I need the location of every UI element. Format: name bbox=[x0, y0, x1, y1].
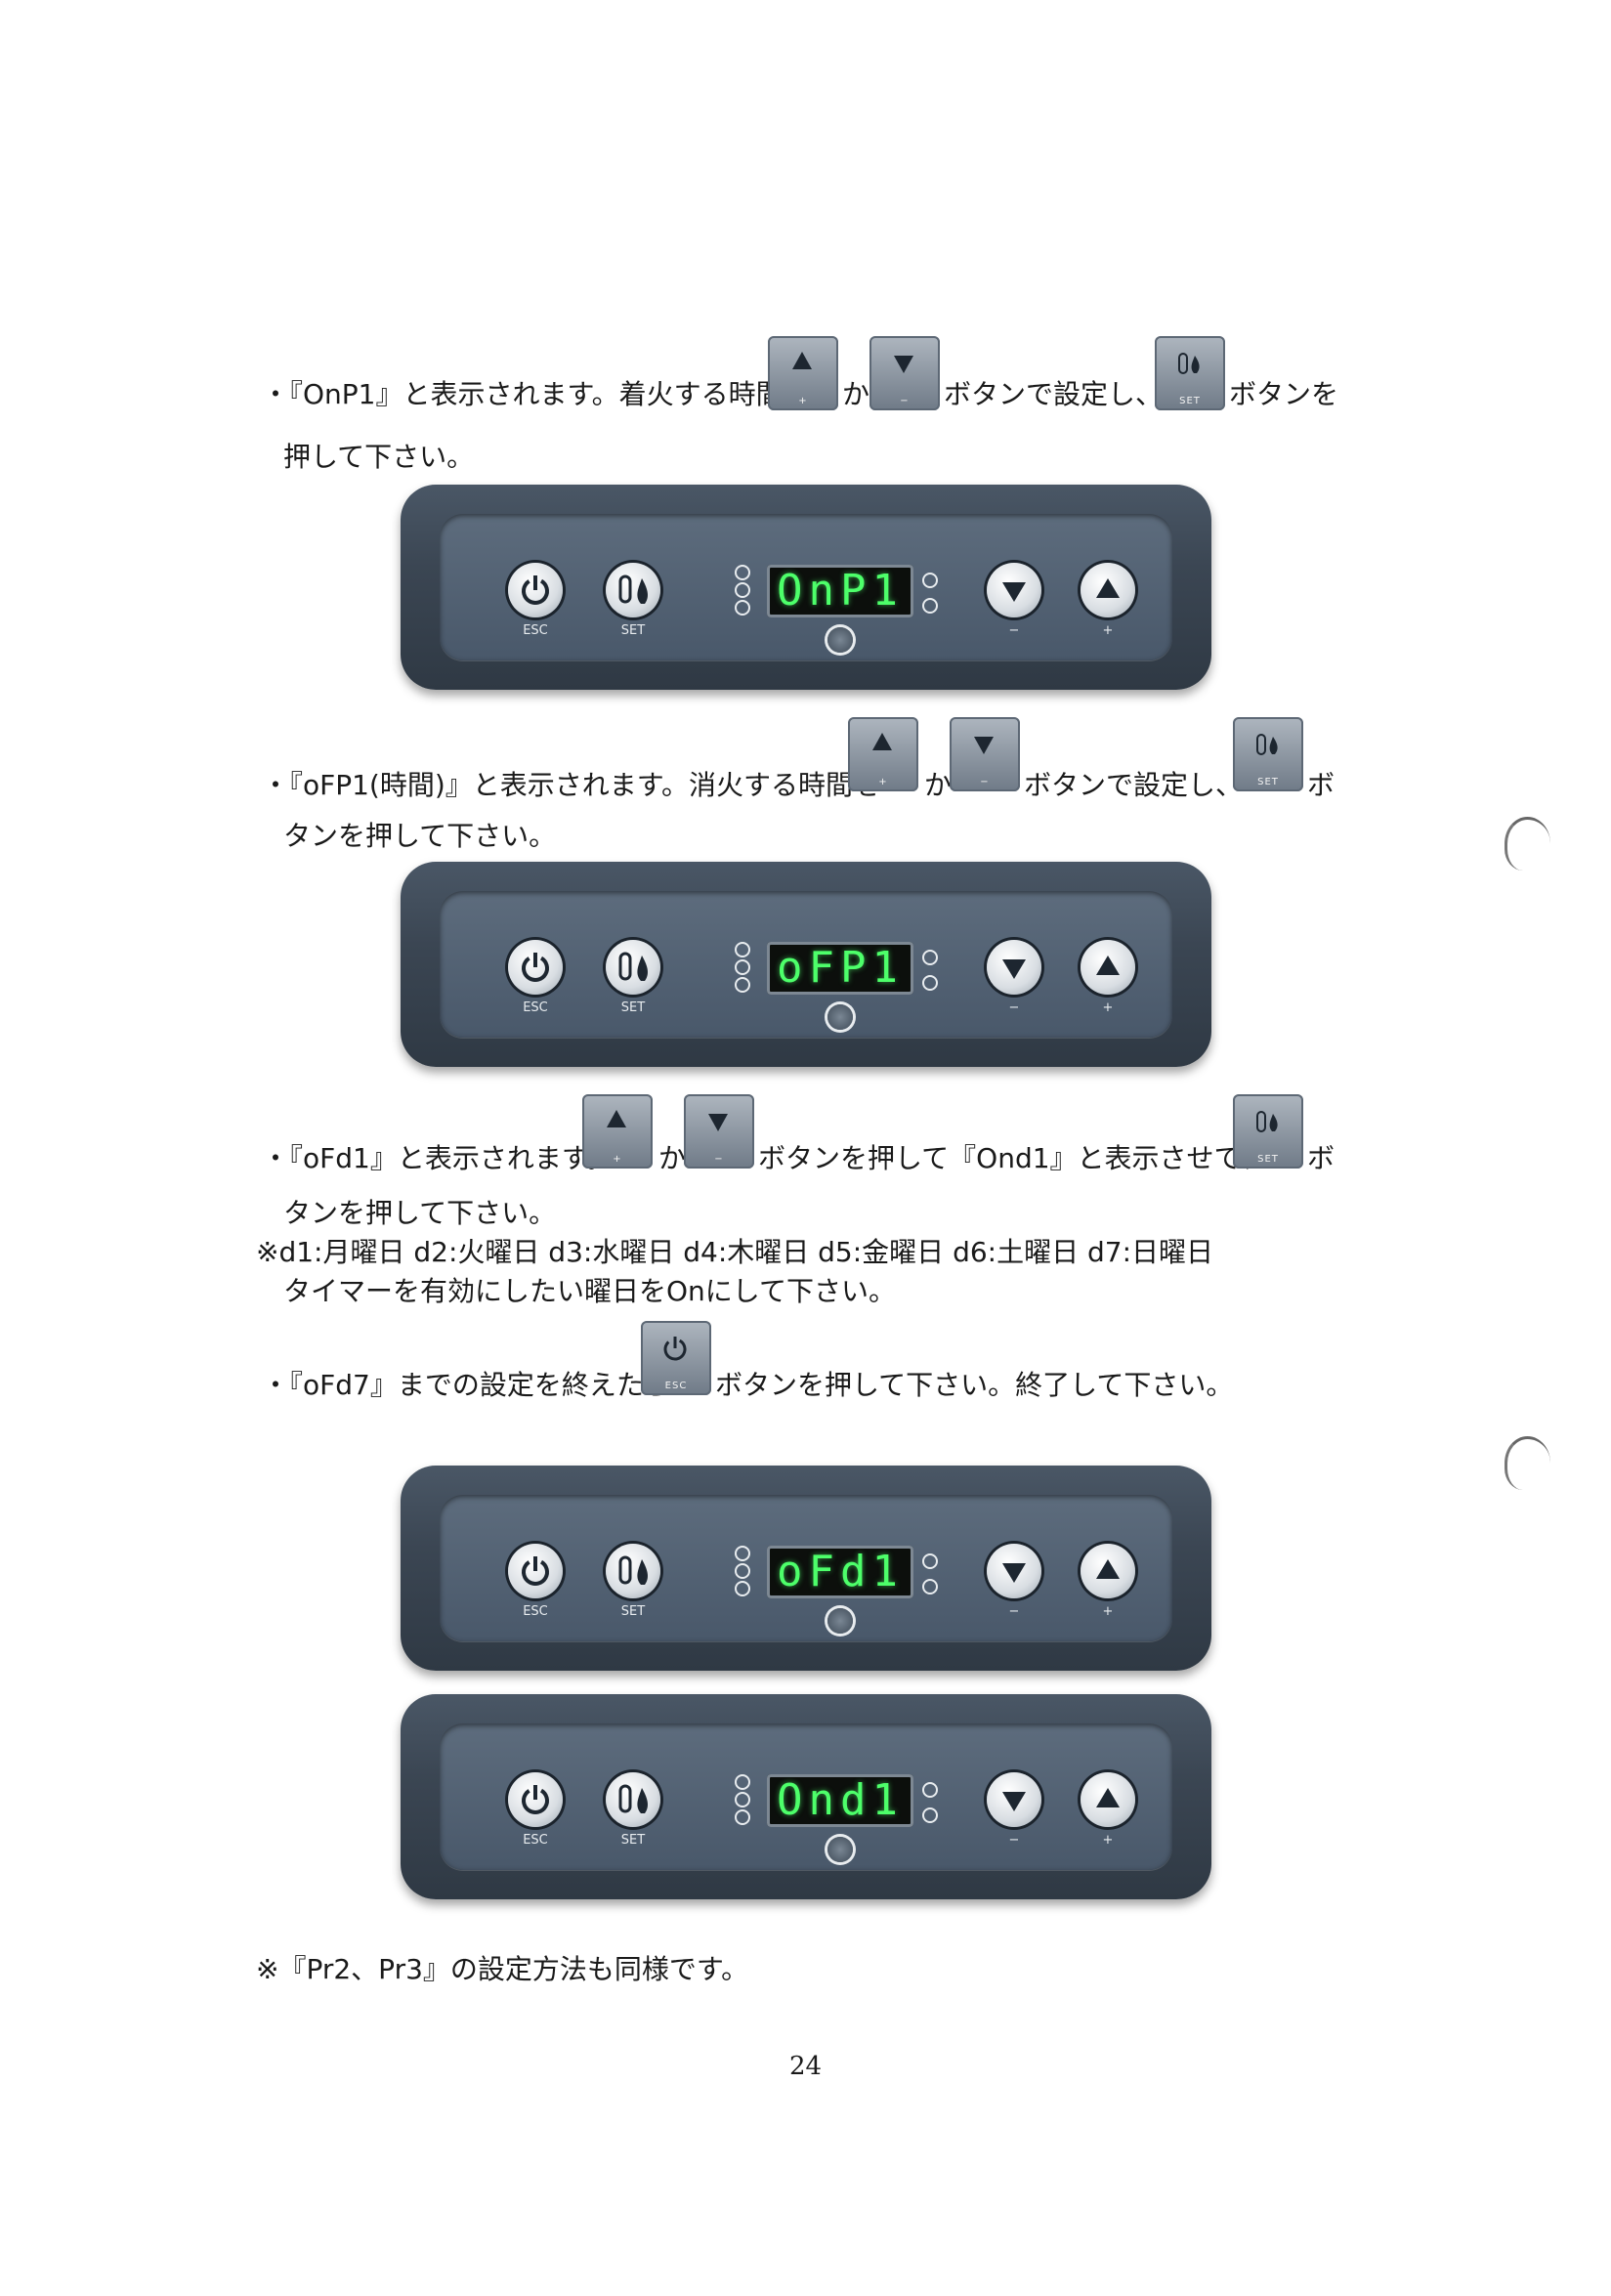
up-arrow-icon[interactable] bbox=[1081, 1772, 1135, 1827]
up-arrow-icon[interactable] bbox=[1081, 1544, 1135, 1598]
indicator-knob bbox=[827, 1608, 853, 1634]
display-readout: Ond1 bbox=[767, 1774, 913, 1827]
weekday-note: ※d1:月曜日 d2:火曜日 d3:水曜日 d4:木曜日 d5:金曜日 d6:土… bbox=[256, 1236, 1214, 1268]
control-panel-2: ESC SET oFP1 − + bbox=[401, 862, 1211, 1067]
up-arrow-icon[interactable] bbox=[1081, 940, 1135, 995]
display-readout: oFd1 bbox=[767, 1546, 913, 1598]
set-key-icon: SET bbox=[1155, 336, 1225, 410]
set-thermo-flame-icon[interactable] bbox=[606, 563, 660, 617]
display-readout: oFP1 bbox=[767, 942, 913, 995]
plus-label: + bbox=[1102, 1833, 1114, 1848]
power-icon[interactable] bbox=[508, 563, 563, 617]
minus-key-icon: − bbox=[684, 1094, 754, 1169]
plus-key-icon: + bbox=[768, 336, 838, 410]
power-icon[interactable] bbox=[508, 1772, 563, 1827]
down-arrow-icon[interactable] bbox=[987, 1772, 1041, 1827]
set-thermo-flame-icon[interactable] bbox=[606, 940, 660, 995]
step1-line1: ・『OnP1』と表示されます。着火する時間を bbox=[262, 375, 811, 414]
esc-key-icon: ESC bbox=[641, 1321, 711, 1395]
display-readout: OnP1 bbox=[767, 565, 913, 617]
footnote: ※『Pr2、Pr3』の設定方法も同様です。 bbox=[256, 1953, 749, 1985]
set-label: SET bbox=[620, 1000, 646, 1015]
set-key-icon: SET bbox=[1233, 717, 1303, 791]
step2-text-b: ボタンで設定し、 bbox=[1024, 769, 1244, 801]
minus-label: − bbox=[1008, 1604, 1020, 1619]
plus-key-icon: + bbox=[582, 1094, 653, 1169]
plus-key-icon: + bbox=[848, 717, 918, 791]
step3-text-b: ボタンを押して『Ond1』と表示させて、 bbox=[758, 1142, 1268, 1174]
step4-line1: ・『oFd7』までの設定を終えたら bbox=[262, 1369, 671, 1401]
indicator-knob bbox=[827, 627, 853, 653]
minus-label: − bbox=[1008, 1833, 1020, 1848]
step2-line2: タンを押して下さい。 bbox=[283, 820, 557, 852]
set-thermo-flame-icon[interactable] bbox=[606, 1544, 660, 1598]
step4-text-b: ボタンを押して下さい。終了して下さい。 bbox=[715, 1369, 1234, 1401]
minus-label: − bbox=[1008, 1000, 1020, 1015]
page-number: 24 bbox=[788, 2052, 823, 2081]
step3-or: か bbox=[658, 1142, 687, 1174]
indicator-knob bbox=[827, 1837, 853, 1862]
set-label: SET bbox=[620, 1604, 646, 1619]
esc-label: ESC bbox=[523, 623, 548, 638]
step2-or: か bbox=[924, 769, 953, 801]
esc-label: ESC bbox=[523, 1833, 548, 1848]
step3-text-c: ボ bbox=[1307, 1142, 1335, 1174]
set-label: SET bbox=[620, 1833, 646, 1848]
step3-line1: ・『oFd1』と表示されます。 bbox=[262, 1142, 615, 1174]
down-arrow-icon[interactable] bbox=[987, 940, 1041, 995]
step3-line2: タンを押して下さい。 bbox=[283, 1197, 557, 1229]
plus-label: + bbox=[1102, 623, 1114, 638]
set-label: SET bbox=[620, 623, 646, 638]
minus-key-icon: − bbox=[869, 336, 940, 410]
minus-key-icon: − bbox=[950, 717, 1020, 791]
step2-line1: ・『oFP1(時間)』と表示されます。消火する時間を bbox=[262, 769, 880, 801]
step1-text-a: ・『OnP1』と表示されます。着火する時間を bbox=[262, 378, 811, 410]
down-arrow-icon[interactable] bbox=[987, 1544, 1041, 1598]
power-icon[interactable] bbox=[508, 1544, 563, 1598]
step1-text-c: ボタンを bbox=[1229, 378, 1339, 410]
up-arrow-icon[interactable] bbox=[1081, 563, 1135, 617]
indicator-knob bbox=[827, 1004, 853, 1030]
step1-text-b: ボタンで設定し、 bbox=[944, 378, 1164, 410]
control-panel-4: ESC SET Ond1 − + bbox=[401, 1694, 1211, 1899]
set-key-icon: SET bbox=[1233, 1094, 1303, 1169]
binder-hole-mark bbox=[1505, 817, 1550, 871]
set-thermo-flame-icon[interactable] bbox=[606, 1772, 660, 1827]
minus-label: − bbox=[1008, 623, 1020, 638]
plus-label: + bbox=[1102, 1604, 1114, 1619]
binder-hole-mark bbox=[1505, 1436, 1550, 1490]
esc-label: ESC bbox=[523, 1000, 548, 1015]
down-arrow-icon[interactable] bbox=[987, 563, 1041, 617]
weekday-note-2: タイマーを有効にしたい曜日をOnにして下さい。 bbox=[283, 1275, 896, 1307]
step1-or: か bbox=[842, 378, 870, 410]
control-panel-3: ESC SET oFd1 − + bbox=[401, 1466, 1211, 1671]
step2-text-c: ボ bbox=[1307, 769, 1335, 801]
step1-line2: 押して下さい。 bbox=[283, 441, 475, 473]
power-icon[interactable] bbox=[508, 940, 563, 995]
plus-label: + bbox=[1102, 1000, 1114, 1015]
control-panel-1: ESC SET OnP1 − + bbox=[401, 485, 1211, 690]
esc-label: ESC bbox=[523, 1604, 548, 1619]
